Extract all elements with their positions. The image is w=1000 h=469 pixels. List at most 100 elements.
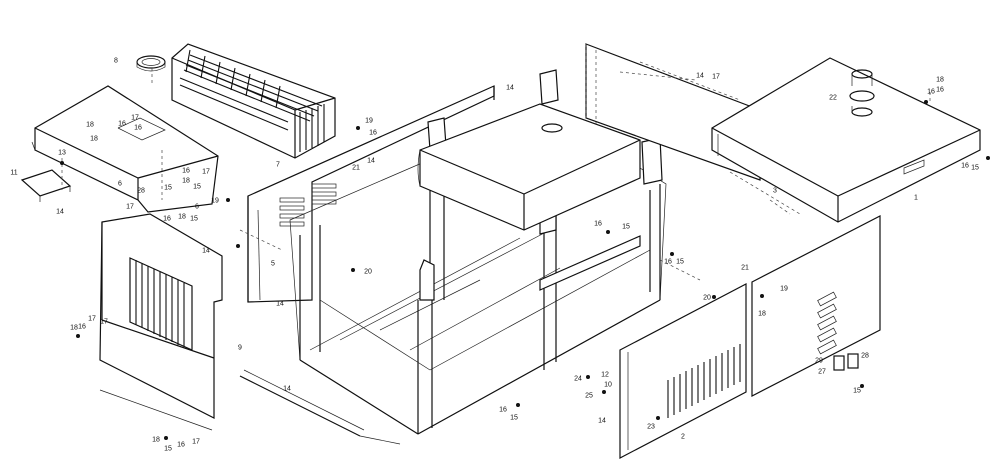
callout-29: 29 [815,357,823,365]
callout-28: 28 [137,187,145,195]
callout-12: 12 [601,371,609,379]
callout-27: 27 [818,368,826,376]
callout-17: 17 [192,438,200,446]
part-8-cap [136,55,166,72]
part-7-top-grille-box [171,43,336,159]
callout-20: 20 [703,294,711,302]
callout-10: 10 [604,381,612,389]
callout-15: 15 [164,184,172,192]
callout-21: 21 [352,164,360,172]
fastener-23 [656,416,660,420]
fastener-18-16 [924,100,928,104]
callout-16: 16 [594,220,602,228]
callout-17: 17 [131,114,139,122]
fastener-15h [860,384,864,388]
fastener-13 [60,161,64,165]
callout-9: 9 [238,344,242,352]
fastener-16-15d [986,156,990,160]
callout-16: 16 [664,258,672,266]
callout-21: 21 [741,264,749,272]
part-11-bracket [20,158,72,202]
callout-14: 14 [202,247,210,255]
callout-22: 22 [829,94,837,102]
fastener-16-15b [670,252,674,256]
part-2-rear-door-panel [619,283,747,459]
callout-17: 17 [712,73,720,81]
callout-15: 15 [853,387,861,395]
callout-18: 18 [178,213,186,221]
callout-16: 16 [177,441,185,449]
callout-18: 18 [152,436,160,444]
fastener-16-15 [606,230,610,234]
callout-5: 5 [271,260,275,268]
callout-14: 14 [696,72,704,80]
callout-16: 16 [936,86,944,94]
callout-15: 15 [190,215,198,223]
callout-17: 17 [88,315,96,323]
callout-15: 15 [510,414,518,422]
callout-25: 25 [585,392,593,400]
callout-14: 14 [56,208,64,216]
callout-15: 15 [164,445,172,453]
callout-17: 17 [100,318,108,326]
callout-8: 8 [114,57,118,65]
callout-14: 14 [283,385,291,393]
leader-lines [151,68,931,281]
fastener-14 [236,244,240,248]
callout-18: 18 [182,177,190,185]
callout-15: 15 [676,258,684,266]
callout-16: 16 [961,162,969,170]
callout-16: 16 [369,129,377,137]
callout-7: 7 [276,161,280,169]
callout-16: 16 [927,88,935,96]
callout-18: 18 [90,135,98,143]
callout-14: 14 [506,84,514,92]
callout-6: 6 [195,203,199,211]
callout-16: 16 [182,167,190,175]
fastener-18-16b [76,334,80,338]
callout-18: 18 [758,310,766,318]
fastener-19b [760,294,764,298]
part-5-left-side-panel [247,85,495,303]
callout-13: 13 [58,149,66,157]
callout-20: 20 [364,268,372,276]
fastener-20 [351,268,355,272]
callout-16: 16 [118,120,126,128]
callout-18: 18 [86,121,94,129]
fastener-16-19 [356,126,360,130]
fuel-tank [417,103,641,231]
right-end-panel [751,215,881,397]
callout-16: 16 [78,323,86,331]
part-6-top-cover [31,85,219,213]
fastener-20b [712,295,716,299]
fastener-25 [602,390,606,394]
callout-6: 6 [118,180,122,188]
callout-16: 16 [499,406,507,414]
callout-14: 14 [276,300,284,308]
callout-19: 19 [211,197,219,205]
callout-1: 1 [914,194,918,202]
callout-14: 14 [367,157,375,165]
callout-18: 18 [70,324,78,332]
callout-16: 16 [163,215,171,223]
callout-16: 16 [134,124,142,132]
callout-15: 15 [193,183,201,191]
callout-28: 28 [861,352,869,360]
fastener-19 [226,198,230,202]
base-skid [99,369,401,445]
callout-23: 23 [647,423,655,431]
callout-11: 11 [10,169,18,177]
callout-3: 3 [773,187,777,195]
callout-14: 14 [598,417,606,425]
part-9-front-grille-panel [99,213,223,419]
fastener-16b [164,436,168,440]
fastener-16-15c [516,403,520,407]
callout-18: 18 [936,76,944,84]
callout-15: 15 [971,164,979,172]
callout-17: 17 [202,168,210,176]
callout-17: 17 [126,203,134,211]
fastener-24 [586,375,590,379]
callout-19: 19 [780,285,788,293]
